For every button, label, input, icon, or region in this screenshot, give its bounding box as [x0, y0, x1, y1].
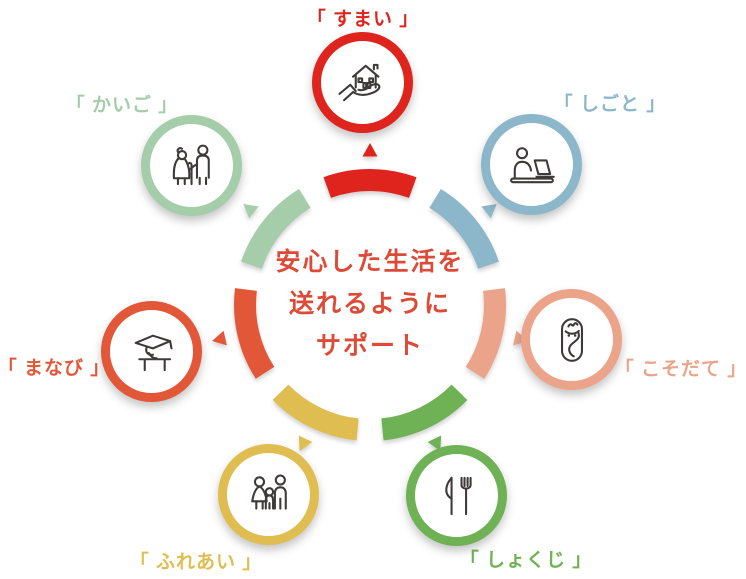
node-fureai: [218, 444, 319, 545]
node-manabi: [101, 301, 202, 402]
knife-and-fork-icon: [444, 476, 472, 515]
label-manabi: 「 まなび 」: [0, 358, 111, 379]
ring-segment-sumai: [323, 169, 417, 198]
center-message-line2: 送れるように: [288, 290, 452, 318]
center-message: 安心した生活を 送れるように サポート: [275, 241, 464, 367]
swaddled-baby-icon: [560, 317, 583, 362]
arrow-icon-kaigo: [243, 203, 259, 219]
label-shokuji: 「 しょくじ 」: [459, 550, 593, 571]
person-at-laptop-icon: [509, 146, 555, 183]
node-sumai: [312, 32, 413, 133]
label-kaigo: 「 かいご 」: [65, 95, 179, 116]
label-shigoto: 「 しごと 」: [553, 94, 667, 115]
ring-segment-shigoto: [429, 188, 499, 269]
label-kosodate: 「 こそだて 」: [614, 359, 746, 380]
arrow-icon-sumai: [362, 143, 378, 157]
center-message-line1: 安心した生活を: [275, 248, 465, 276]
ring-segment-shokuji: [381, 384, 468, 441]
arrow-icon-fureai: [298, 435, 313, 451]
study-desk-icon: [134, 334, 173, 371]
node-kaigo: [141, 115, 242, 216]
label-sumai: 「 すまい 」: [306, 9, 420, 30]
node-kosodate: [521, 289, 622, 390]
node-shigoto: [481, 114, 582, 215]
ring-segment-kosodate: [465, 288, 506, 379]
ring-segment-kaigo: [241, 188, 311, 269]
label-fureai: 「 ふれあい 」: [129, 552, 263, 573]
house-on-hand-icon: [337, 63, 380, 101]
arrow-icon-shokuji: [427, 435, 442, 451]
ring-segment-manabi: [234, 288, 275, 379]
ring-segment-fureai: [272, 384, 359, 441]
node-shokuji: [406, 445, 507, 546]
family-icon: [250, 473, 287, 510]
arrow-icon-shigoto: [481, 203, 497, 219]
segmented-ring: [212, 143, 528, 451]
arrow-icon-manabi: [212, 330, 227, 346]
elderly-care-icon: [172, 144, 210, 185]
center-message-line3: サポート: [315, 332, 425, 360]
